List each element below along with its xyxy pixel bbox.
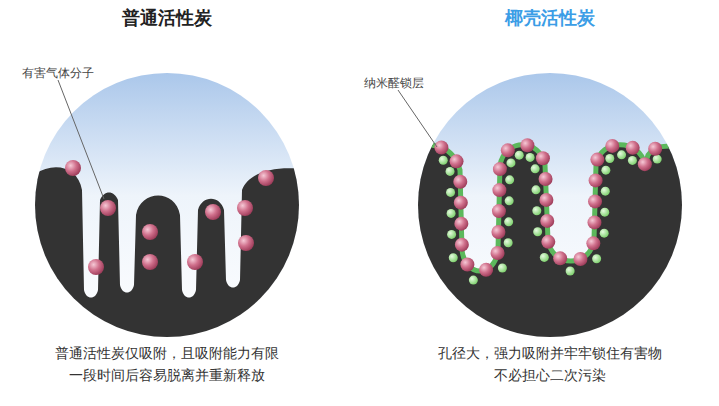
lock-particle (628, 156, 637, 165)
gas-molecule (455, 238, 469, 252)
gas-molecule (587, 215, 601, 229)
gas-molecule (460, 257, 474, 271)
gas-molecule (590, 153, 604, 167)
lock-particle (446, 188, 455, 197)
gas-molecule (539, 172, 553, 186)
lock-particle (498, 263, 507, 272)
gas-molecule (536, 151, 550, 165)
lock-particle (653, 155, 662, 164)
lock-particle (601, 166, 610, 175)
gas-molecule (573, 252, 587, 266)
lock-particle (447, 209, 456, 218)
panel: 椰壳活性炭孔径大，强力吸附并牢牢锁住有害物 不必担心二次污染 (400, 6, 700, 398)
gas-molecule (491, 225, 505, 239)
gas-molecule (434, 140, 448, 154)
gas-molecule (493, 162, 507, 176)
gas-molecule (586, 236, 600, 250)
lock-particle (505, 175, 514, 184)
lock-particle (504, 238, 513, 247)
gas-molecule (479, 263, 493, 277)
gas-molecule (605, 139, 619, 153)
gas-molecule (491, 246, 505, 260)
lock-particle (526, 153, 535, 162)
gas-molecule (553, 251, 567, 265)
panel-caption: 普通活性炭仅吸附，且吸附能力有限 一段时间后容易脱离并重新释放 (49, 342, 285, 386)
gas-molecule (638, 157, 652, 171)
lock-particle (533, 227, 542, 236)
leader-line (58, 80, 104, 199)
panel-title: 椰壳活性炭 (400, 6, 700, 30)
lock-particle (504, 217, 513, 226)
lock-particle (566, 266, 575, 275)
gas-molecule (539, 193, 553, 207)
gas-molecule (588, 194, 602, 208)
gas-molecule (501, 143, 515, 157)
lock-particle (505, 196, 514, 205)
lock-particle (601, 187, 610, 196)
lock-particle (506, 158, 515, 167)
gas-molecule (454, 217, 468, 231)
panel-caption: 孔径大，强力吸附并牢牢锁住有害物 不必担心二次污染 (432, 342, 668, 386)
gas-molecule (589, 173, 603, 187)
gas-molecule (540, 214, 554, 228)
lock-particle (592, 254, 601, 263)
lock-particle (600, 208, 609, 217)
gas-molecule (454, 196, 468, 210)
carbon-pores (30, 167, 310, 340)
gas-molecule (453, 175, 467, 189)
callout-label: 有害气体分子 (20, 66, 96, 80)
lock-particle (531, 164, 540, 173)
gas-molecule (450, 154, 464, 168)
panel: 普通活性炭普通活性炭仅吸附，且吸附能力有限 一段时间后容易脱离并重新释放 (17, 6, 317, 398)
lock-particle (540, 253, 549, 262)
lock-particle (600, 229, 609, 238)
left-lens (30, 70, 313, 350)
lock-particle (447, 230, 456, 239)
gas-molecule (626, 141, 640, 155)
gas-molecule (541, 235, 555, 249)
lock-particle (446, 167, 455, 176)
panel-title: 普通活性炭 (17, 6, 317, 30)
locked-molecules (434, 138, 662, 284)
lock-particle (515, 151, 524, 160)
lock-particle (532, 206, 541, 215)
gas-molecules (65, 157, 313, 275)
coconut-pores (405, 145, 695, 345)
callout-label: 纳米醛锁层 (362, 76, 426, 90)
gas-molecule (520, 138, 534, 152)
lock-particle (617, 150, 626, 159)
gas-molecule (492, 204, 506, 218)
lock-particle (531, 185, 540, 194)
lock-particle (605, 154, 614, 163)
leader-line (398, 90, 437, 147)
lock-particle (439, 156, 448, 165)
gas-molecule (492, 183, 506, 197)
lock-particle (449, 253, 458, 262)
right-lens (405, 70, 695, 350)
gas-molecule (648, 142, 662, 156)
lock-particle (469, 276, 478, 285)
